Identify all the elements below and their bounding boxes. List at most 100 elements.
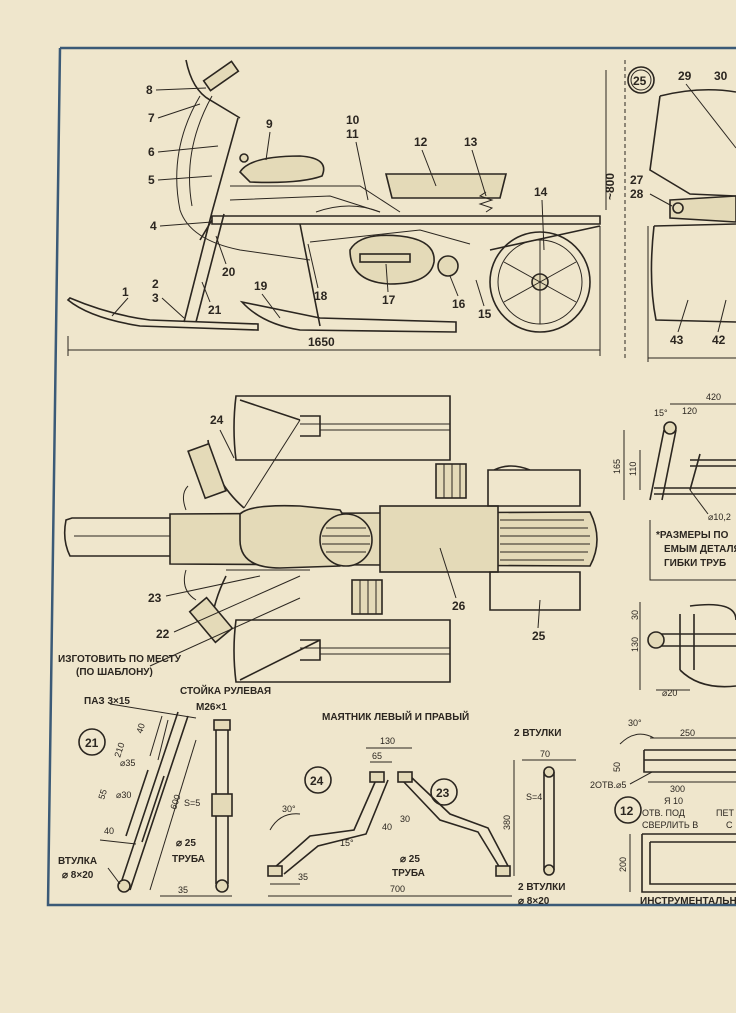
plan-view-drawing: 24 23 22 26 25 ИЗГОТОВИТЬ ПО МЕСТУ (ПО Ш…: [58, 395, 598, 683]
callout-21: 21: [208, 303, 222, 317]
steering-column-detail: СТОЙКА РУЛЕВАЯ ПАЗ 3×15 M26×1 21 40 210 …: [58, 684, 271, 897]
fabrication-note-2: (ПО ШАБЛОНУ): [76, 667, 153, 678]
callout-16: 16: [452, 297, 466, 311]
note-line-3: ГИБКИ ТРУБ: [664, 558, 726, 569]
callout-24: 24: [210, 413, 224, 427]
steering-tube-dia: ⌀ 25: [176, 838, 196, 849]
callout-1: 1: [122, 285, 129, 299]
pendulum-dim-700: 700: [390, 884, 405, 894]
steering-bushing-size: ⌀ 8×20: [62, 870, 94, 881]
pendulum-bushing-size: ⌀ 8×20: [518, 896, 550, 907]
pendulum-wall: S=4: [526, 792, 542, 802]
front-ski: [66, 297, 259, 331]
callout-25: 25: [532, 629, 546, 643]
callout-42: 42: [712, 333, 726, 347]
pendulum-dim-30deg: 30°: [282, 804, 296, 814]
side-view-callouts: 1 2 3 4 5 6 7 8 9 10 11 12 13 14: [111, 83, 548, 321]
steering-dim-d35: ⌀35: [120, 758, 135, 768]
note-line-1: *РАЗМЕРЫ ПО: [656, 530, 729, 541]
callout-4: 4: [150, 219, 157, 233]
steering-thread: M26×1: [196, 702, 227, 713]
fabrication-note-1: ИЗГОТОВИТЬ ПО МЕСТУ: [58, 654, 182, 665]
pendulum-bushings-top: 2 ВТУЛКИ: [514, 728, 561, 739]
pendulum-dim-380: 380: [502, 815, 512, 830]
plan-ski-top: [233, 395, 451, 461]
badge-12: 12: [620, 804, 634, 818]
steering-bottom-35: 35: [178, 885, 188, 895]
dim-diameter-20: ⌀20: [662, 688, 677, 698]
callout-9: 9: [266, 117, 273, 131]
pendulum-detail: МАЯТНИК ЛЕВЫЙ И ПРАВЫЙ 130 65 24 23 40 3…: [267, 710, 576, 907]
badge-25: 25: [633, 74, 647, 88]
badge-25-circle: [627, 66, 655, 94]
callout-14: 14: [534, 185, 548, 199]
cargo-box: [384, 173, 508, 199]
badge-24-circle: [304, 766, 332, 794]
plan-cargo-box: [379, 505, 499, 573]
dim-height: ~800: [603, 173, 617, 200]
right-view-drawing: 29 30 27 28 43 42 420 15° 120 165 110 ⌀1…: [590, 69, 736, 907]
dim-holes: 2ОТВ.⌀5: [590, 780, 626, 790]
frame-rail: [211, 215, 601, 225]
callout-22: 22: [156, 627, 170, 641]
pendulum-dim-15deg: 15°: [340, 838, 354, 848]
callout-3: 3: [152, 291, 159, 305]
holes-note-pet: ПЕТ: [716, 808, 734, 818]
dim-200: 200: [618, 857, 628, 872]
pendulum-dim-65: 65: [372, 751, 382, 761]
callout-17: 17: [382, 293, 396, 307]
dim-diameter-10: ⌀10,2: [708, 512, 731, 522]
steering-slot: ПАЗ 3×15: [84, 696, 130, 707]
callout-15: 15: [478, 307, 492, 321]
holes-note-1: ОТВ. ПОД: [642, 808, 685, 818]
callout-23: 23: [148, 591, 162, 605]
page-frame: [46, 46, 736, 907]
badge-24: 24: [310, 774, 324, 788]
callout-27: 27: [630, 173, 644, 187]
callout-20: 20: [222, 265, 236, 279]
badge-23-circle: [430, 778, 458, 806]
callout-2: 2: [152, 277, 159, 291]
dim-250: 250: [680, 728, 695, 738]
drive-wheel: [489, 231, 591, 333]
pendulum-left-arm: [273, 779, 389, 875]
badge-23: 23: [436, 786, 450, 800]
pendulum-bushings-bottom: 2 ВТУЛКИ: [518, 882, 565, 893]
pendulum-dim-40: 40: [382, 822, 392, 832]
callout-5: 5: [148, 173, 155, 187]
pendulum-tube-dia: ⌀ 25: [400, 854, 420, 865]
callout-10: 10: [346, 113, 360, 127]
dim-ya10: Я 10: [664, 796, 683, 806]
dim-165: 165: [612, 459, 622, 474]
callout-12: 12: [414, 135, 428, 149]
callout-13: 13: [464, 135, 478, 149]
plan-front-ski: [63, 517, 181, 557]
steering-dim-40: 40: [134, 722, 147, 735]
callout-6: 6: [148, 145, 155, 159]
callout-11: 11: [346, 127, 359, 141]
steering-dim-d30: ⌀30: [116, 790, 131, 800]
side-view-drawing: 1650 ~800 1 2 3 4 5 6 7 8 9 10 11 12: [66, 59, 655, 356]
toolbox-caption: ИНСТРУМЕНТАЛЬНЫЙ: [640, 894, 736, 907]
steering-dim-210: 210: [112, 741, 126, 758]
steering-dim-40b: 40: [104, 826, 114, 836]
dim-15deg: 15°: [654, 408, 668, 418]
dim-110: 110: [628, 462, 638, 476]
callout-28: 28: [630, 187, 644, 201]
callout-43: 43: [670, 333, 684, 347]
callout-30: 30: [714, 69, 728, 83]
pendulum-tube: ТРУБА: [392, 868, 425, 879]
badge-21-circle: [78, 728, 106, 756]
plan-ski-bottom: [233, 619, 451, 683]
pendulum-dim-30: 30: [400, 814, 410, 824]
dim-300: 300: [670, 784, 685, 794]
dim-50: 50: [612, 762, 622, 772]
callout-29: 29: [678, 69, 692, 83]
callout-7: 7: [148, 111, 155, 125]
pendulum-title: МАЯТНИК ЛЕВЫЙ И ПРАВЫЙ: [322, 710, 469, 723]
steering-dim-55: 55: [96, 788, 109, 801]
dim-30-right: 30: [630, 610, 640, 620]
holes-note-s: С: [726, 820, 733, 830]
dim-120: 120: [682, 406, 697, 416]
